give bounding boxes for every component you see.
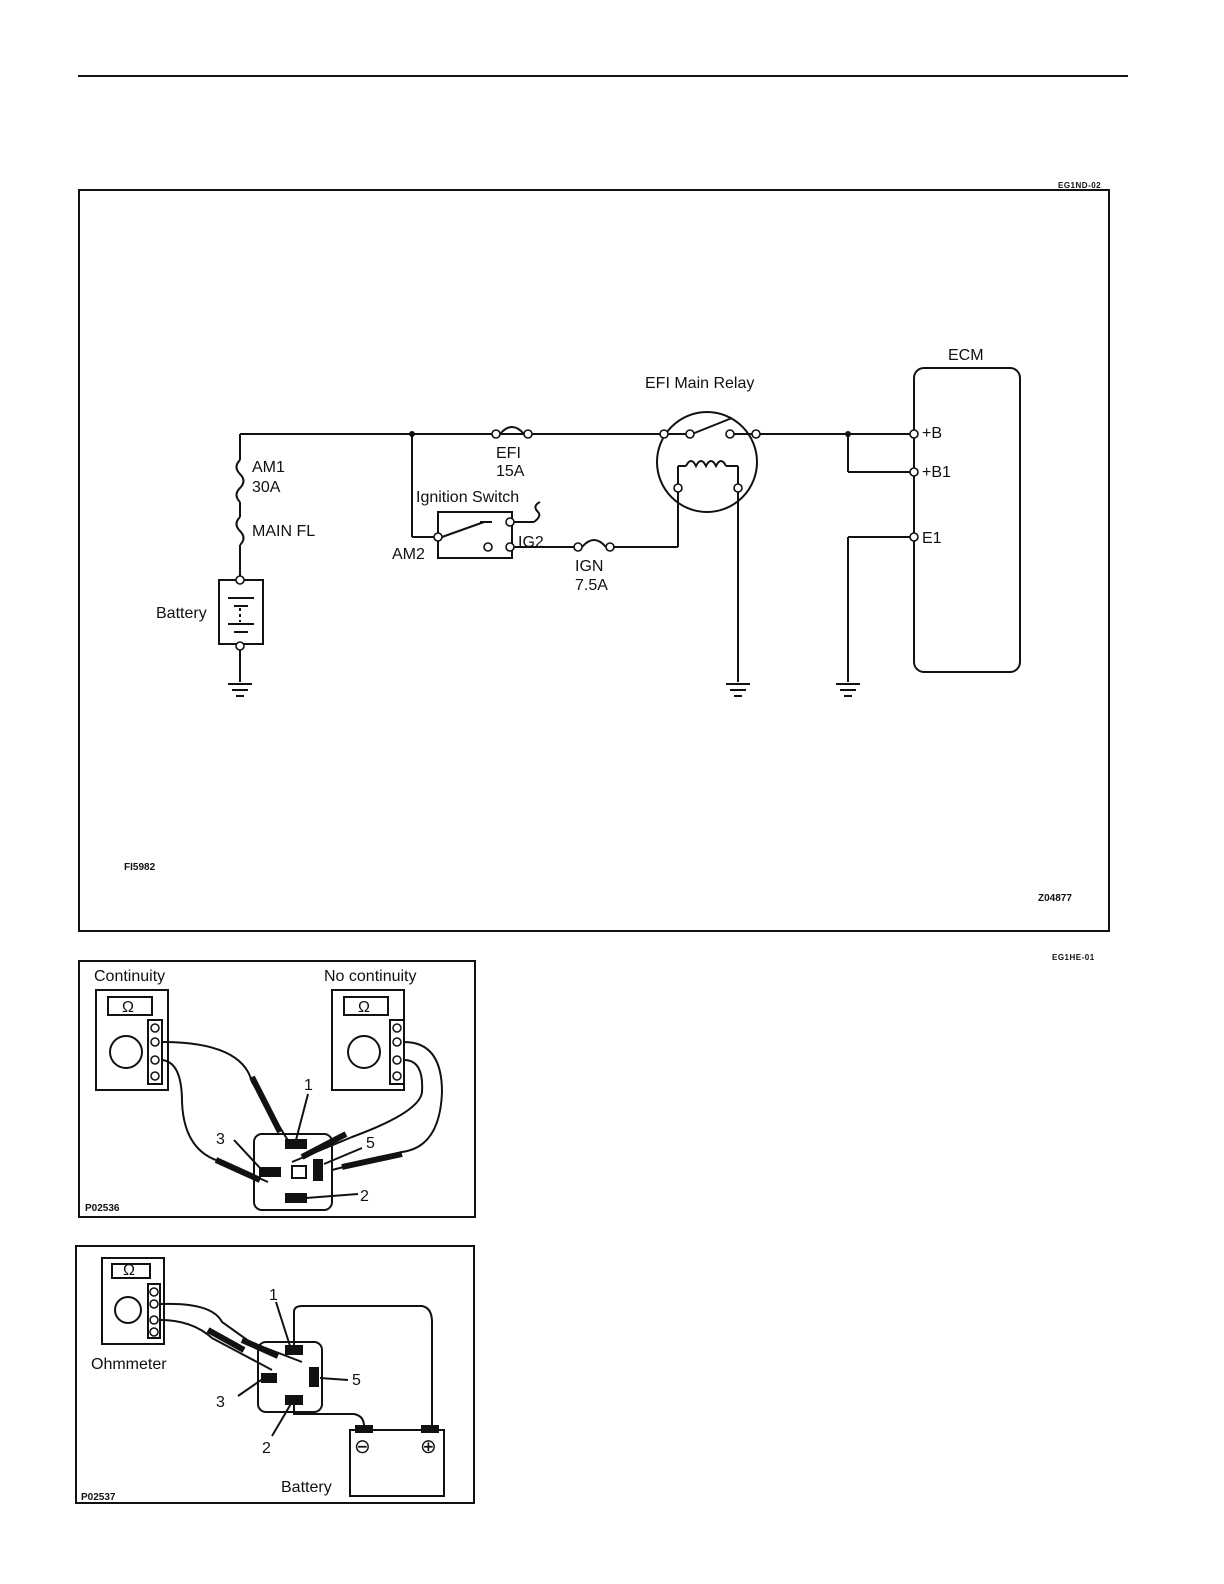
terminal-1-label: 1 <box>304 1077 313 1094</box>
ecm-box <box>914 368 1020 672</box>
ecm-pin-e1: E1 <box>922 530 942 547</box>
battery-negative-icon: ⊖ <box>354 1436 371 1458</box>
efi-fuse-icon <box>500 427 524 434</box>
ignition-switch-label: Ignition Switch <box>416 489 519 506</box>
operation-test-diagram: Ω Ohmmeter 1 3 5 2 ⊖ ⊕ Battery P02537 <box>77 1247 473 1502</box>
header-rule <box>78 75 1128 77</box>
efi-fuse-rating: 15A <box>496 463 525 480</box>
terminal-3-label: 3 <box>216 1131 225 1148</box>
continuity-label: Continuity <box>94 968 165 985</box>
circuit-diagram-panel: AM1 30A MAIN FL Battery EFI 15A Ignition… <box>78 189 1110 932</box>
no-continuity-label: No continuity <box>324 968 417 985</box>
circuit-diagram: AM1 30A MAIN FL Battery EFI 15A Ignition… <box>80 191 1108 930</box>
continuity-test-diagram: Continuity No continuity Ω Ω 1 3 5 2 P02… <box>80 962 474 1216</box>
continuity-figure-ref: P02536 <box>85 1203 120 1214</box>
terminal-3-label: 3 <box>216 1394 225 1411</box>
am2-label: AM2 <box>392 546 425 563</box>
ohmmeter-symbol: Ω <box>123 1262 135 1279</box>
operation-test-panel: Ω Ohmmeter 1 3 5 2 ⊖ ⊕ Battery P02537 <box>75 1245 475 1504</box>
ign-fuse-label: IGN <box>575 558 603 575</box>
right-meter-symbol: Ω <box>358 999 370 1016</box>
battery-positive-icon: ⊕ <box>420 1436 437 1458</box>
ecm-ground-icon <box>836 684 860 696</box>
battery-label: Battery <box>156 605 207 622</box>
main-fl-label: MAIN FL <box>252 523 315 540</box>
ground-icon <box>228 684 252 696</box>
ecm-pin-b: +B <box>922 425 942 442</box>
terminal-5-label: 5 <box>352 1372 361 1389</box>
am1-fuse-icon <box>237 460 244 502</box>
ign-fuse-rating: 7.5A <box>575 577 608 594</box>
figure-ref-right: Z04877 <box>1038 893 1072 904</box>
main-fl-fuse-icon <box>237 517 244 545</box>
ig2-label: IG2 <box>518 534 544 551</box>
terminal-5-label: 5 <box>366 1135 375 1152</box>
left-meter-symbol: Ω <box>122 999 134 1016</box>
ign-fuse-icon <box>582 540 606 547</box>
efi-main-relay-label: EFI Main Relay <box>645 375 754 392</box>
relay-ground-icon <box>726 684 750 696</box>
terminal-2-label: 2 <box>262 1440 271 1457</box>
terminal-1-label: 1 <box>269 1287 278 1304</box>
figure-ref-left: FI5982 <box>124 862 156 873</box>
battery-icon <box>219 580 263 644</box>
inspection-code: EG1HE-01 <box>1052 953 1095 962</box>
operation-figure-ref: P02537 <box>81 1492 116 1502</box>
ecm-title: ECM <box>948 347 984 364</box>
ecm-pin-b1: +B1 <box>922 464 951 481</box>
ohmmeter-label: Ohmmeter <box>91 1356 167 1373</box>
relay-coil-icon <box>686 461 726 466</box>
terminal-2-label: 2 <box>360 1188 369 1205</box>
am1-label: AM1 <box>252 459 285 476</box>
efi-fuse-label: EFI <box>496 445 521 462</box>
continuity-test-panel: Continuity No continuity Ω Ω 1 3 5 2 P02… <box>78 960 476 1218</box>
battery-label: Battery <box>281 1479 332 1496</box>
am1-rating: 30A <box>252 479 281 496</box>
